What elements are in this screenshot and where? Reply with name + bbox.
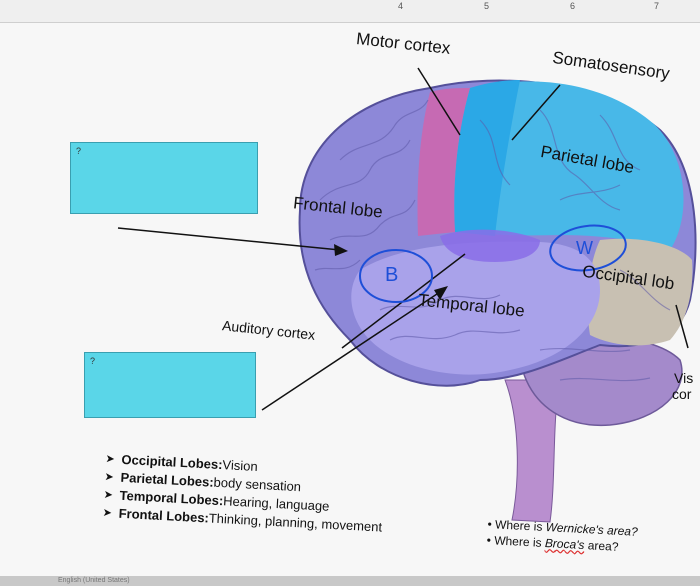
question-prefix: Where is [494,517,547,535]
answer-box-bottom[interactable]: ? [84,352,256,418]
wernicke-marker: W [576,238,593,258]
question-term: Broca's [544,536,585,553]
language-area-highlight [440,229,540,262]
wernicke-circle [549,224,627,272]
question-suffix: area? [584,538,619,554]
box-question-mark: ? [90,356,96,366]
ruler-number: 7 [654,1,660,11]
arrow-bullet-icon: ➤ [102,506,113,520]
temporal-region [351,241,600,375]
visual-cortex-pointer [675,304,689,349]
answer-box-top[interactable]: ? [70,142,258,214]
somatosensory-pointer [511,84,561,141]
status-bar: English (United States) [0,576,700,586]
gyri-texture [314,99,671,382]
lobe-functions-list: ➤Occipital Lobes: Vision ➤Parietal Lobes… [102,450,385,537]
frontal-arrow [117,227,341,251]
ruler-number: 5 [484,1,490,11]
label-visual-cortex-line2: cor [672,386,692,402]
occipital-region [587,238,693,346]
lobe-description: Vision [222,457,259,474]
label-visual-cortex-line1: Vis [674,370,694,386]
question-prefix: Where is [493,533,546,551]
motor-cortex-region [417,88,470,236]
box-question-mark: ? [76,146,82,156]
somatosensory-region [454,80,520,236]
broca-marker: B [385,264,399,286]
temporal-arrow [261,291,441,411]
arrow-bullet-icon: ➤ [105,452,116,466]
ruler: 4 5 6 7 [0,0,700,23]
temporal-arrowhead [434,286,448,300]
motor-cortex-pointer [417,67,461,136]
ruler-number: 6 [570,1,576,11]
ruler-number: 4 [398,1,404,11]
broca-circle [359,249,433,303]
frontal-arrowhead [334,244,348,256]
arrow-bullet-icon: ➤ [104,470,115,484]
arrow-bullet-icon: ➤ [103,488,114,502]
language-indicator[interactable]: English (United States) [58,577,130,584]
